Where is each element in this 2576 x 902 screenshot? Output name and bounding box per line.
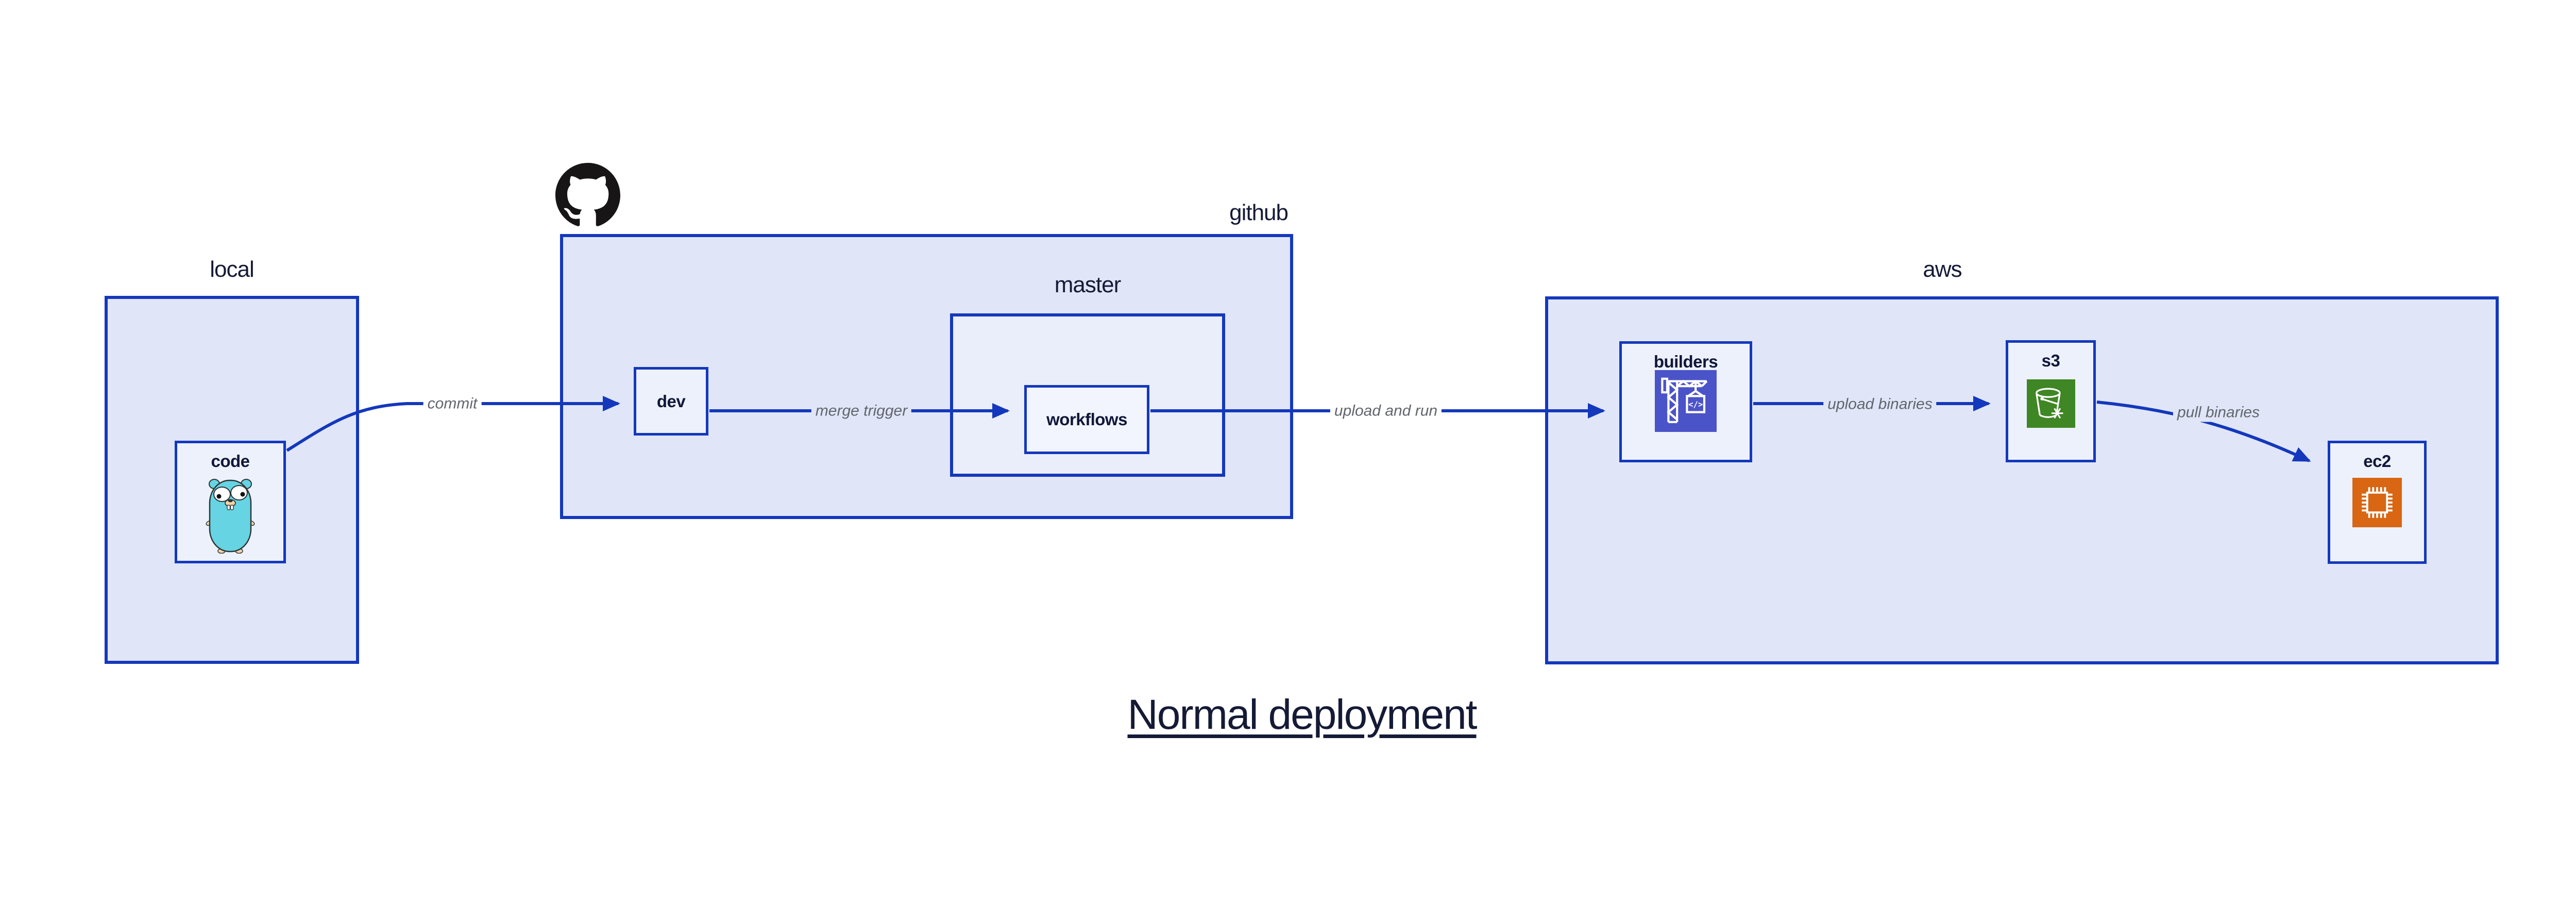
node-dev-label: dev (656, 391, 686, 411)
node-workflows: workflows (1024, 385, 1149, 454)
edge-label-commit: commit (423, 394, 482, 413)
edge-label-upload-and-run: upload and run (1330, 401, 1442, 421)
local-container-label: local (210, 257, 255, 282)
go-gopher-icon (205, 475, 256, 554)
node-workflows-label: workflows (1046, 410, 1127, 429)
svg-text:</>: </> (1688, 400, 1703, 409)
github-octocat-icon (555, 163, 620, 228)
github-container-label: github (1229, 200, 1289, 225)
master-container-label: master (1054, 272, 1121, 297)
node-builders-label: builders (1653, 352, 1718, 371)
edge-label-upload-binaries: upload binaries (1823, 394, 1937, 414)
aws-ec2-chip-icon (2352, 478, 2402, 527)
aws-codebuild-icon: </> (1655, 370, 1717, 432)
aws-container-label: aws (1923, 257, 1962, 282)
edge-label-merge-trigger: merge trigger (811, 401, 912, 421)
node-ec2-label: ec2 (2363, 452, 2391, 471)
node-s3-label: s3 (2041, 351, 2060, 370)
node-code-label: code (211, 452, 250, 471)
diagram-title: Normal deployment (1127, 691, 1478, 738)
node-dev: dev (634, 367, 708, 436)
aws-s3-bucket-icon (2027, 379, 2075, 428)
edge-label-pull-binaries: pull binaries (2173, 403, 2264, 422)
